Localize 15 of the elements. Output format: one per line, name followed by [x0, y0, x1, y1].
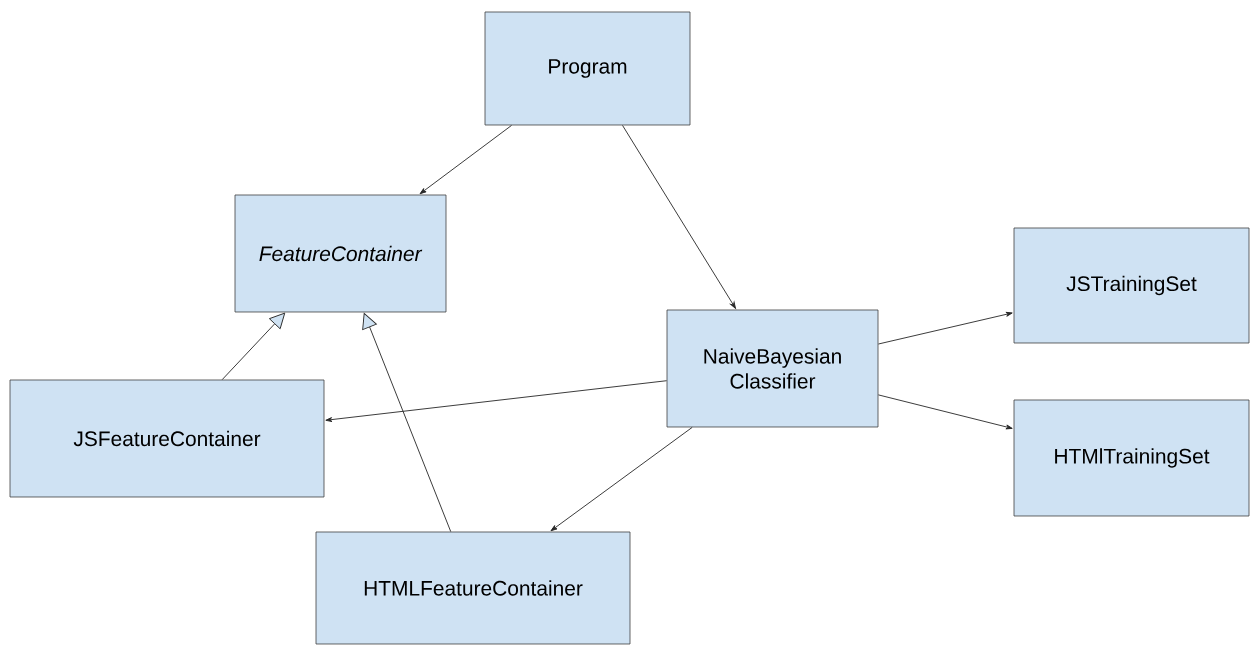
arrow — [362, 312, 452, 533]
arrow — [877, 394, 1013, 430]
arrow — [877, 311, 1013, 345]
class-box: HTMLFeatureContainer — [315, 531, 631, 645]
class-box: HTMlTrainingSet — [1013, 399, 1250, 517]
arrow — [221, 312, 286, 381]
class-box: JSFeatureContainer — [9, 379, 325, 498]
arrow — [419, 124, 512, 195]
class-box: JSTrainingSet — [1013, 227, 1250, 344]
class-box: FeatureContainer — [234, 194, 447, 313]
arrow — [622, 124, 736, 309]
class-box: Program — [484, 11, 691, 126]
class-box: NaiveBayesian Classifier — [666, 309, 879, 428]
arrow — [325, 380, 668, 423]
arrow — [550, 426, 693, 532]
